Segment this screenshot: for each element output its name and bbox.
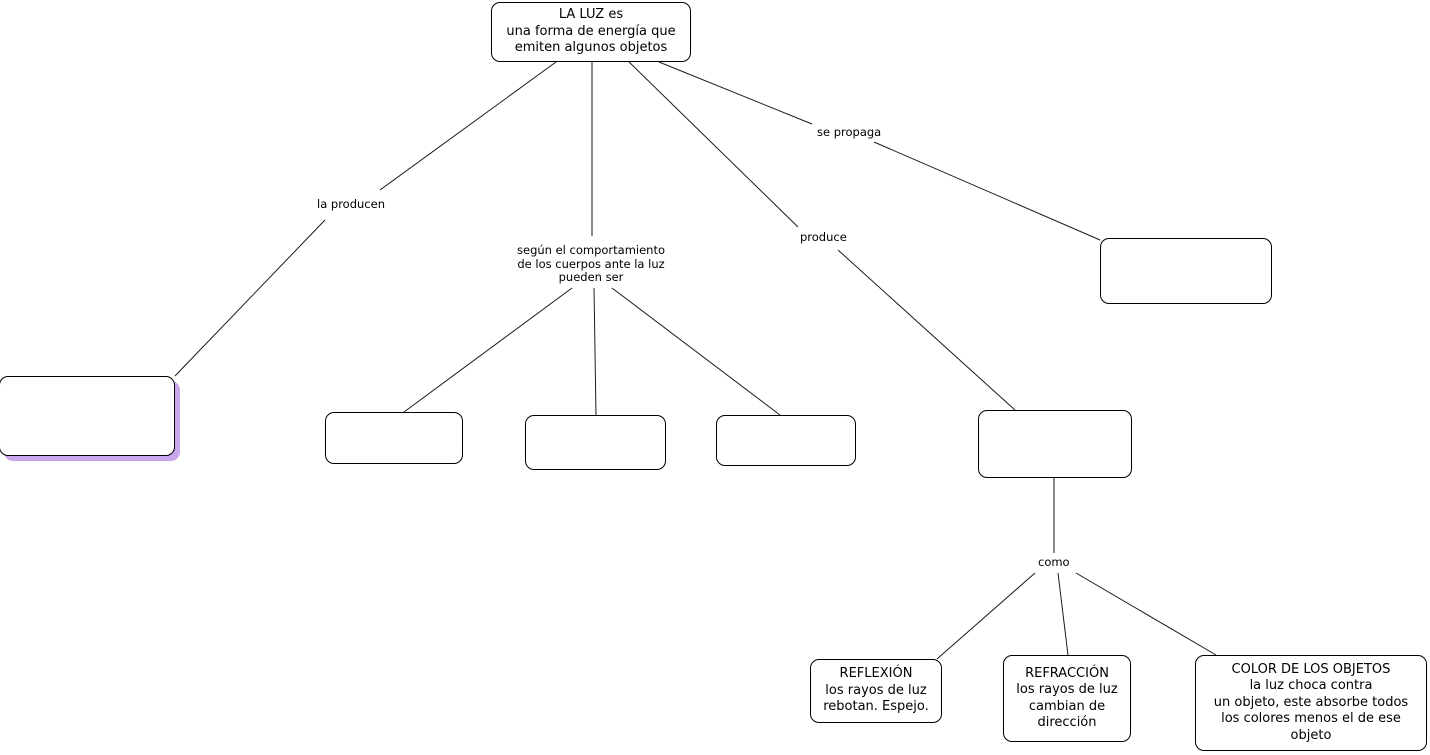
- node-reflexion[interactable]: REFLEXIÓN los rayos de luz rebotan. Espe…: [810, 659, 942, 723]
- edge-como-to-refraccion[interactable]: [1057, 572, 1069, 656]
- edge-label-produce[interactable]: produce: [798, 230, 849, 245]
- node-refraccion[interactable]: REFRACCIÓN los rayos de luz cambian de d…: [1003, 655, 1131, 742]
- edge-segun-to-cuerpo-1[interactable]: [403, 287, 573, 413]
- node-fuentes-empty[interactable]: [0, 376, 175, 456]
- edge-como-to-color[interactable]: [1075, 572, 1217, 656]
- node-cuerpo-2-empty[interactable]: [525, 415, 666, 470]
- edge-como-to-reflexion[interactable]: [936, 572, 1036, 660]
- edge-root-to-produce[interactable]: [628, 61, 799, 228]
- node-propaga-empty[interactable]: [1100, 238, 1272, 304]
- node-color-objetos[interactable]: COLOR DE LOS OBJETOS la luz choca contra…: [1195, 655, 1427, 751]
- node-root[interactable]: LA LUZ es una forma de energía que emite…: [491, 2, 691, 62]
- node-fenomenos-empty[interactable]: [978, 410, 1132, 478]
- node-cuerpo-1-empty[interactable]: [325, 412, 463, 464]
- edge-label-segun-comportamiento[interactable]: según el comportamiento de los cuerpos a…: [515, 243, 668, 285]
- edge-label-la-producen[interactable]: la producen: [315, 197, 387, 212]
- edge-segun-to-cuerpo-3[interactable]: [611, 287, 781, 416]
- edge-label-como[interactable]: como: [1036, 555, 1072, 570]
- edge-root-to-se-propaga[interactable]: [658, 61, 813, 125]
- edge-root-to-la-producen[interactable]: [379, 61, 557, 191]
- node-cuerpo-3-empty[interactable]: [716, 415, 856, 466]
- node-label: LA LUZ es una forma de energía que emite…: [506, 7, 676, 56]
- edge-segun-to-cuerpo-2[interactable]: [593, 287, 597, 416]
- node-label: REFRACCIÓN los rayos de luz cambian de d…: [1016, 665, 1118, 731]
- edge-la-producen-to-fuentes[interactable]: [174, 219, 326, 377]
- edge-label-se-propaga[interactable]: se propaga: [815, 125, 884, 140]
- edge-se-propaga-to-empty[interactable]: [873, 141, 1101, 241]
- node-label: REFLEXIÓN los rayos de luz rebotan. Espe…: [823, 666, 929, 715]
- node-label: COLOR DE LOS OBJETOS la luz choca contra…: [1213, 661, 1409, 743]
- edge-produce-to-fenomenos[interactable]: [837, 249, 1016, 411]
